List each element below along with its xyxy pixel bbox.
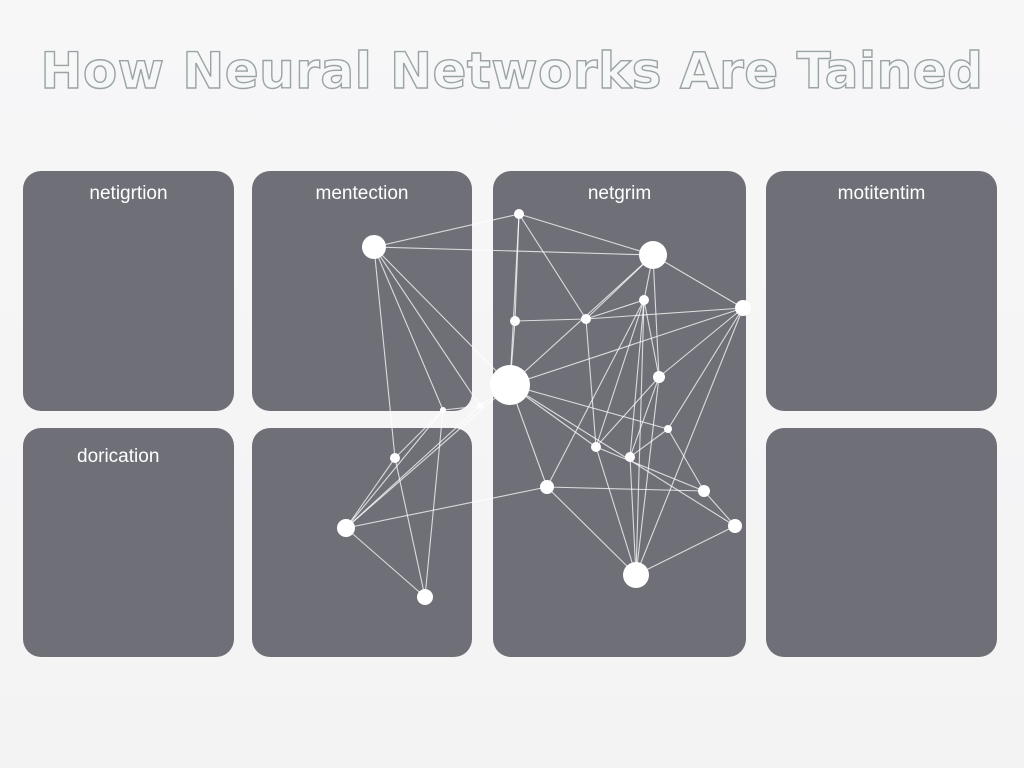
card-netgrim: netgrim	[493, 171, 746, 657]
card-bottom-4	[766, 428, 997, 657]
page-title: How Neural Networks Are Tained	[40, 41, 984, 100]
card-dorication: dorication	[23, 428, 234, 657]
card-mentection: mentection	[252, 171, 472, 411]
card-label: netigrtion	[89, 183, 168, 204]
network-node	[477, 403, 483, 409]
card-label: netgrim	[587, 183, 652, 204]
card-bottom-2	[252, 428, 472, 657]
card-label: mentection	[315, 183, 409, 204]
card-netigrtion: netigrtion	[23, 171, 234, 411]
card-label: dorication	[77, 446, 160, 467]
card-motitentim: motitentim	[766, 171, 997, 411]
card-label: motitentim	[837, 183, 926, 204]
